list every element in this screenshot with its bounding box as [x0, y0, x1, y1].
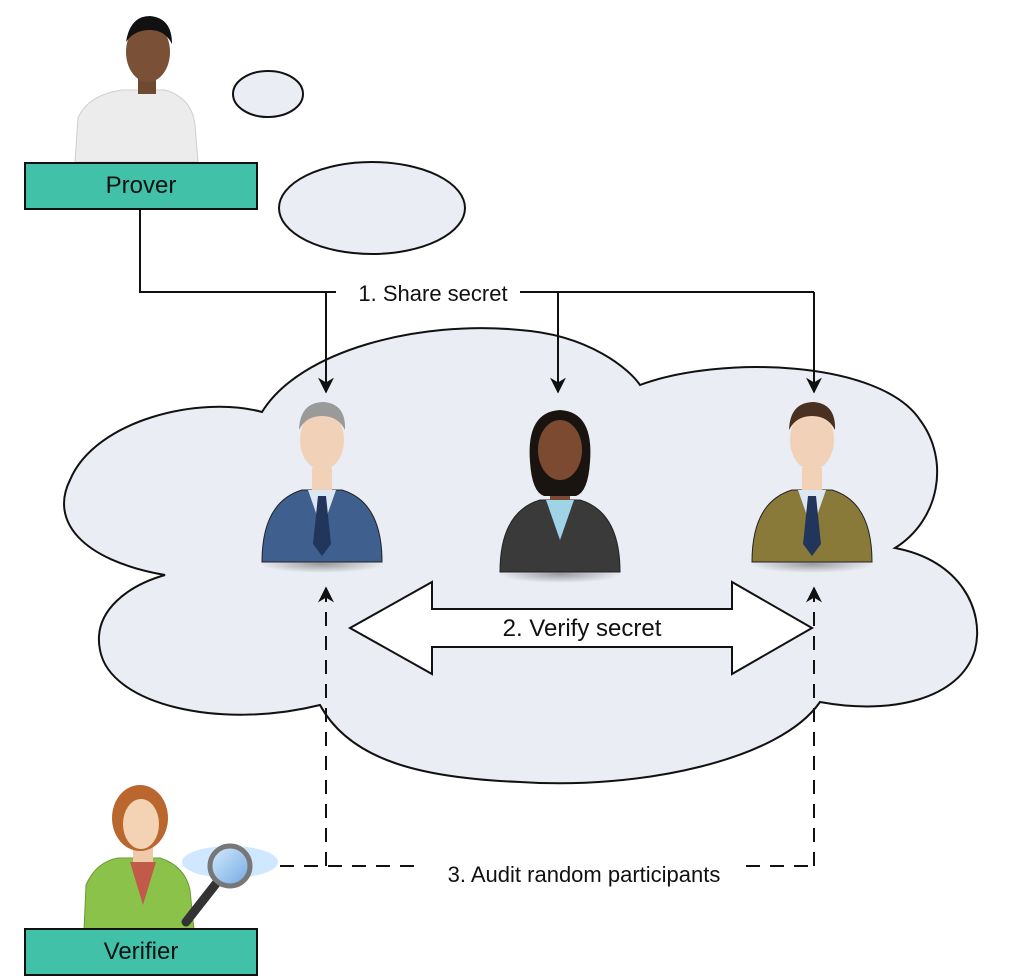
thought-bubble-large: [278, 161, 466, 255]
head: [790, 410, 834, 470]
head: [538, 420, 582, 480]
participant-man: [750, 402, 874, 573]
head: [300, 410, 344, 470]
neck: [312, 468, 332, 490]
audit-participants-label: 3. Audit random participants: [448, 862, 721, 887]
verify-secret-arrow: [347, 580, 815, 676]
necktie: [803, 496, 821, 556]
verifier-label-box: Verifier: [24, 928, 258, 976]
thought-bubble-small: [232, 70, 304, 118]
neck: [802, 468, 822, 490]
shirt-collar: [546, 500, 574, 540]
prover-label-box: Prover: [24, 162, 258, 210]
verifier-avatar: [83, 785, 278, 931]
share-secret-label: 1. Share secret: [358, 281, 507, 306]
necktie: [313, 496, 331, 556]
audit-connector: [280, 586, 822, 867]
verifier-label: Verifier: [103, 938, 179, 965]
participant-older-man: [260, 402, 384, 573]
participant-woman: [498, 410, 622, 583]
prover-label: Prover: [105, 172, 177, 199]
prover-avatar: [74, 16, 199, 163]
hair: [299, 402, 346, 430]
share-secret-connector: [139, 210, 822, 394]
hair: [789, 402, 836, 430]
verify-secret-label: 2. Verify secret: [503, 615, 662, 642]
